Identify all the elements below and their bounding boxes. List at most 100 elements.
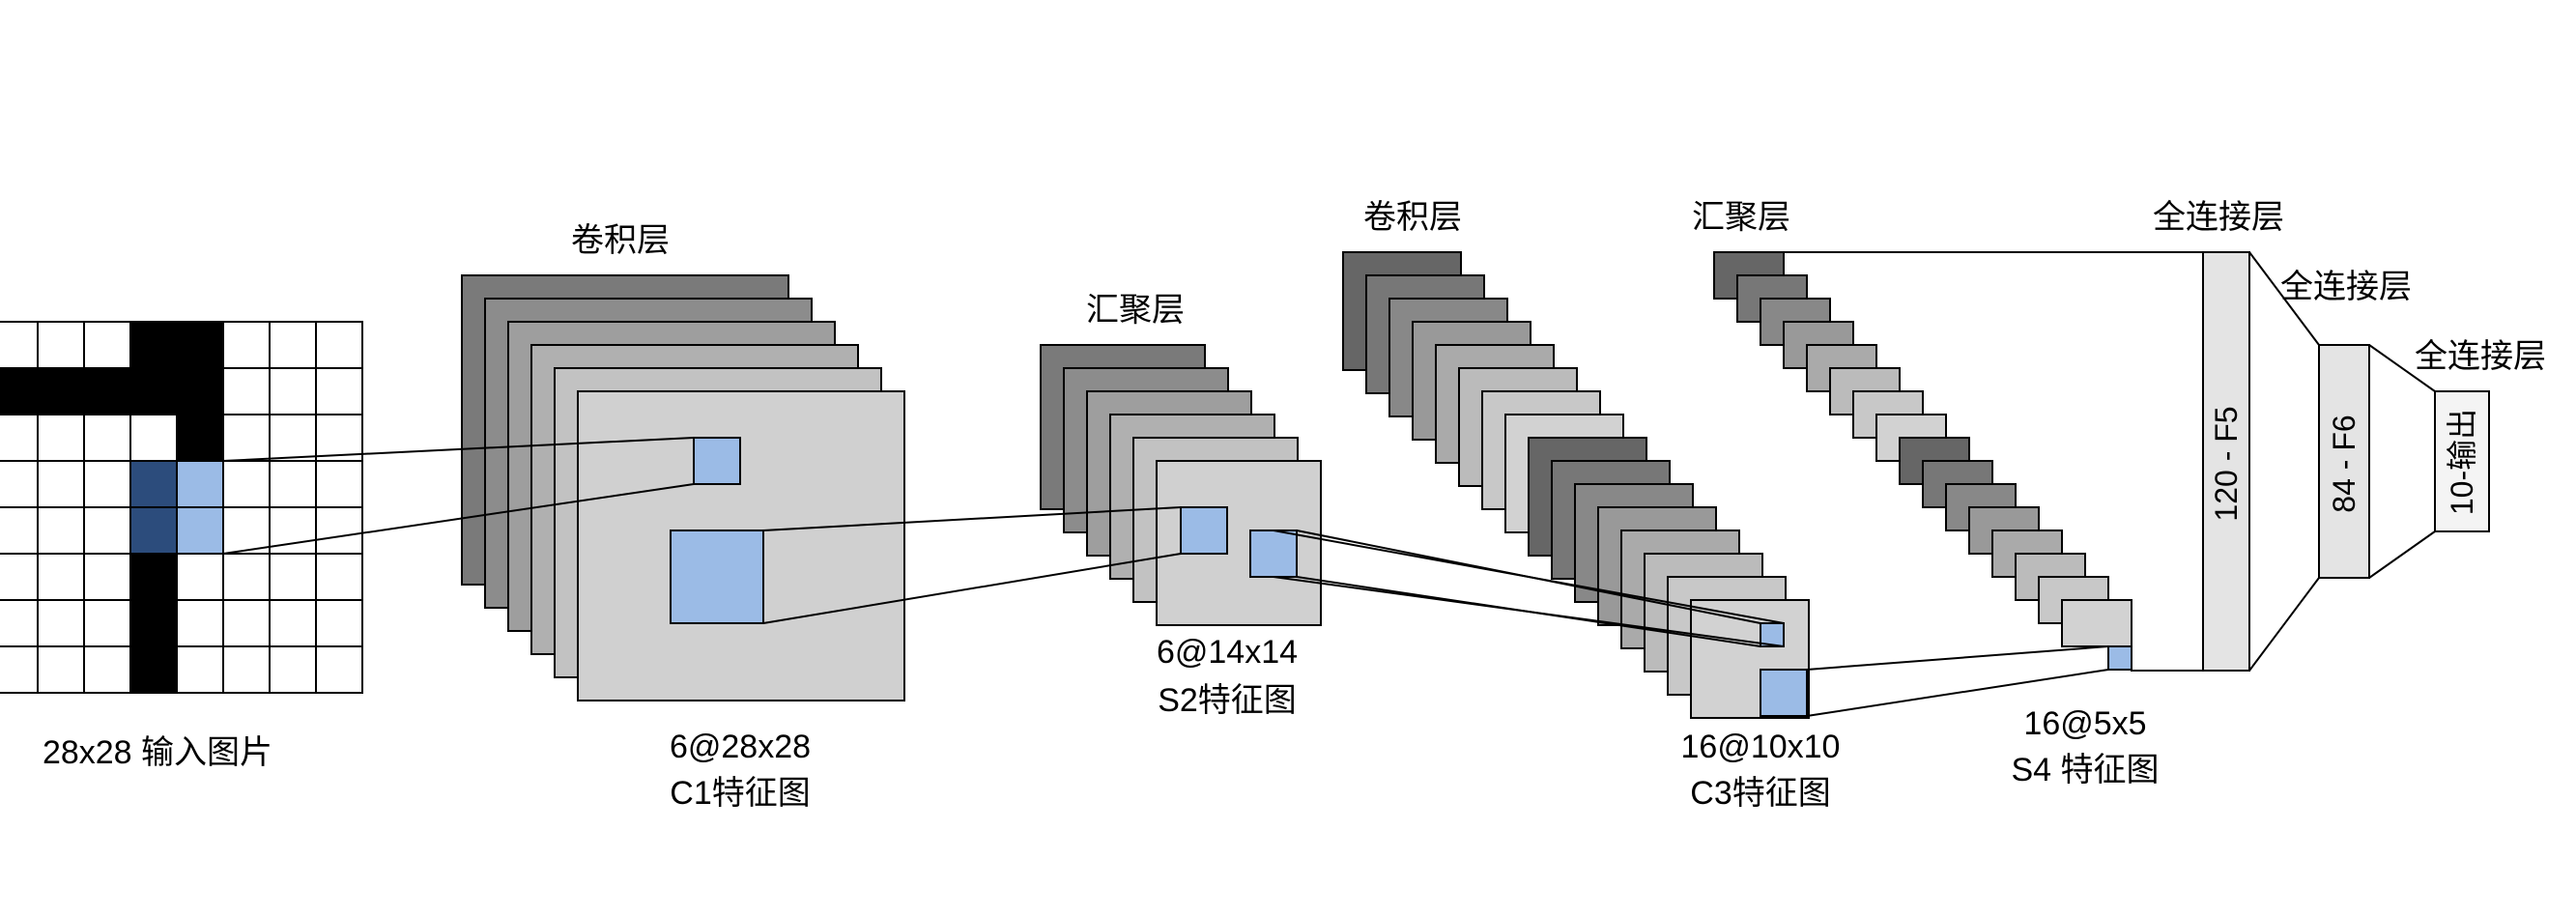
c3-caption-size: 16@10x10 [1681,729,1841,765]
input-pixel [269,645,317,694]
input-pixel [315,367,363,415]
input-pixel [37,414,85,462]
connector-line [762,553,1182,624]
input-pixel [37,367,85,415]
input-pixel [37,645,85,694]
input-pixel [222,321,271,369]
fully-connected-layers [1784,251,2490,672]
s2-pool-square [1180,506,1228,555]
input-pixel [129,460,178,508]
f5-box [2202,251,2250,672]
input-pixel [83,506,131,555]
c3-pool-region [1760,669,1808,717]
input-pixel [269,460,317,508]
c1-caption-name: C1特征图 [670,775,810,812]
input-pixel [315,645,363,694]
f5-title: 全连接层 [2153,199,2284,236]
c3-caption-name: C3特征图 [1690,775,1830,812]
s4-feature-map [2061,599,2132,647]
receptive-field-connectors [222,437,2109,717]
input-pixel [37,460,85,508]
connector-line [762,506,1182,531]
input-pixel [269,414,317,462]
input-pixel [176,553,224,601]
f6-label: 84 - F6 [2327,415,2361,512]
s2-title: 汇聚层 [1086,292,1185,329]
input-pixel [315,321,363,369]
input-pixel [176,460,224,508]
input-pixel [0,321,39,369]
input-pixel [83,460,131,508]
input-pixel [0,553,39,601]
input-pixel [222,645,271,694]
input-pixel [129,367,178,415]
s4-caption-name: S4 特征图 [2011,752,2159,788]
input-pixel [0,599,39,647]
input-pixel [37,553,85,601]
input-pixel [83,367,131,415]
input-pixel [222,506,271,555]
c1-kernel-square [693,437,741,485]
input-pixel [315,553,363,601]
c3-kernel-square [1760,622,1785,647]
input-pixel [129,506,178,555]
connector-line [1806,669,2109,717]
s2-caption-size: 6@14x14 [1157,634,1298,671]
input-pixel [269,553,317,601]
input-pixel [222,460,271,508]
input-pixel [129,645,178,694]
output-box [2434,390,2490,532]
s2-feature-map-stack [1040,344,1322,626]
input-pixel [0,645,39,694]
s4-title: 汇聚层 [1692,199,1790,236]
connector-line [1273,576,1785,647]
f6-title: 全连接层 [2280,269,2412,305]
c3-title: 卷积层 [1363,199,1462,236]
output-connector-bottom [2368,530,2436,579]
connector-line [1806,645,2109,671]
input-pixel [269,367,317,415]
input-pixel [129,599,178,647]
output-label: 10-输出 [2445,409,2479,515]
connector-line [1273,530,1785,624]
output-connector-top [2368,344,2436,392]
input-pixel [269,321,317,369]
input-pixel [315,460,363,508]
input-pixel [37,321,85,369]
input-pixel [0,367,39,415]
c1-title: 卷积层 [571,222,670,259]
input-pixel [222,367,271,415]
input-pixel [129,321,178,369]
input-pixel [0,506,39,555]
input-pixel [0,414,39,462]
input-pixel [83,645,131,694]
input-pixel [83,414,131,462]
input-pixel [83,599,131,647]
input-pixel [176,599,224,647]
s2-caption-name: S2特征图 [1158,682,1297,719]
input-pixel [176,506,224,555]
f6-connector-bottom [2248,577,2320,672]
receptive-field-highlights [670,437,2132,717]
f6-connector-top [2248,251,2320,346]
c3-feature-map-stack [1342,251,1810,719]
input-pixel [129,553,178,601]
input-pixel [315,506,363,555]
input-pixel [176,367,224,415]
input-pixel [222,599,271,647]
input-pixel [222,553,271,601]
s4-pool-square [2107,645,2132,671]
c1-pool-region [670,530,764,624]
input-pixel [0,460,39,508]
input-pixel [83,321,131,369]
input-pixel [176,414,224,462]
s4-feature-map-stack [1713,251,2132,647]
input-pixel [222,414,271,462]
s2-kernel-square [1249,530,1298,578]
c1-caption-size: 6@28x28 [670,729,811,765]
input-image-grid [0,321,363,694]
f6-box [2318,344,2370,579]
input-pixel [37,599,85,647]
output-title: 全连接层 [2415,338,2546,375]
